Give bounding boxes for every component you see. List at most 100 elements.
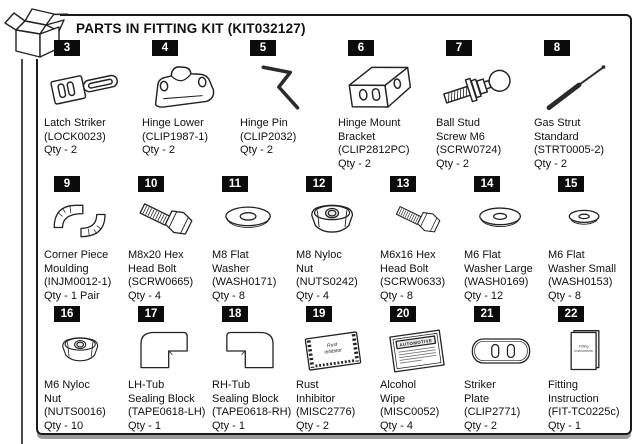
- part-number-badge: 11: [222, 176, 248, 192]
- part-label: Hinge Lower(CLIP1987-1)Qty - 2: [140, 117, 238, 158]
- part-number-badge: 9: [54, 176, 80, 192]
- part-label: M6 Nyloc Nut(NUTS0016)Qty - 10: [42, 379, 126, 433]
- hinge-mount-bracket-icon: [336, 60, 434, 114]
- part-qty: Qty - 2: [44, 144, 78, 156]
- part-item: 14 M6 Flat Washer Large(WASH0169)Qty - 12: [462, 176, 546, 303]
- part-qty: Qty - 2: [436, 157, 470, 170]
- part-name: Corner Piece Moulding: [44, 249, 109, 275]
- part-label: Striker Plate(CLIP2771)Qty - 2: [462, 379, 546, 433]
- part-qty: Qty - 2: [338, 157, 372, 170]
- part-name: M6x16 Hex Head Bolt: [380, 249, 436, 275]
- leader-line: [21, 54, 23, 444]
- part-qty: Qty - 2: [240, 144, 274, 156]
- part-code: (CLIP2032): [240, 130, 297, 143]
- part-code: (STRT0005-2): [534, 144, 605, 156]
- part-code: (CLIP2771): [464, 406, 521, 418]
- part-name: M6 Flat Washer Small: [548, 249, 617, 275]
- part-name: Alcohol Wipe: [380, 379, 417, 405]
- part-label: Ball Stud Screw M6(SCRW0724)Qty - 2: [434, 117, 532, 171]
- open-box-icon: [2, 1, 68, 59]
- part-code: (INJM0012-1): [44, 276, 112, 288]
- part-number-badge: 13: [390, 176, 416, 192]
- part-code: (NUTS0016): [44, 406, 106, 418]
- rh-sealing-block-icon: [210, 326, 294, 376]
- part-code: (SCRW0633): [380, 276, 446, 288]
- part-qty: Qty - 12: [464, 289, 504, 302]
- part-label: RH-Tub Sealing Block(TAPE0618-RH)Qty - 1: [210, 379, 294, 433]
- part-number-badge: 22: [558, 306, 584, 322]
- part-qty: Qty - 2: [464, 419, 498, 432]
- part-code: (FIT-TC0225c): [548, 406, 620, 418]
- part-label: Hinge Pin(CLIP2032)Qty - 2: [238, 117, 336, 158]
- part-number-badge: 6: [348, 40, 374, 56]
- gas-strut-icon: [532, 60, 630, 114]
- part-name: Ball Stud Screw M6: [436, 117, 485, 143]
- part-item: 11 M8 Flat Washer(WASH0171)Qty - 8: [210, 176, 294, 303]
- part-code: (CLIP1987-1): [142, 130, 209, 143]
- part-label: Latch Striker(LOCK0023)Qty - 2: [42, 117, 140, 158]
- kit-frame-border: [36, 14, 632, 435]
- part-label: LH-Tub Sealing Block(TAPE0618-LH)Qty - 1: [126, 379, 210, 433]
- part-qty: Qty - 8: [380, 289, 414, 302]
- part-code: (SCRW0724): [436, 144, 502, 156]
- part-number-badge: 14: [474, 176, 500, 192]
- part-qty: Qty - 2: [142, 144, 176, 156]
- part-name: Fitting Instruction: [548, 379, 599, 405]
- part-code: (LOCK0023): [44, 130, 106, 143]
- part-number-badge: 7: [446, 40, 472, 56]
- part-number-badge: 17: [138, 306, 164, 322]
- part-code: (WASH0153): [548, 276, 613, 288]
- part-code: (TAPE0618-RH): [212, 406, 292, 418]
- part-label: M8x20 Hex Head Bolt(SCRW0665)Qty - 4: [126, 249, 210, 303]
- part-code: (SCRW0665): [128, 276, 194, 288]
- part-number-badge: 12: [306, 176, 332, 192]
- svg-text:RustInhibitor: RustInhibitor: [323, 341, 343, 356]
- part-number-badge: 18: [222, 306, 248, 322]
- m6-nyloc-nut-icon: [42, 326, 126, 376]
- m6-flat-washer-small-icon: [546, 196, 630, 246]
- m6-flat-washer-large-icon: [462, 196, 546, 246]
- striker-plate-icon: [462, 326, 546, 376]
- rust-inhibitor-packet-icon: RustInhibitor: [294, 326, 378, 376]
- part-label: Corner Piece Moulding(INJM0012-1)Qty - 1…: [42, 249, 126, 303]
- lh-sealing-block-icon: [126, 326, 210, 376]
- svg-text:AUTOMOTIVE: AUTOMOTIVE: [399, 338, 432, 348]
- page-title: PARTS IN FITTING KIT (KIT032127): [76, 21, 306, 36]
- part-qty: Qty - 1: [212, 419, 246, 432]
- part-qty: Qty - 2: [296, 419, 330, 432]
- part-qty: Qty - 1: [548, 419, 582, 432]
- part-code: (WASH0169): [464, 276, 529, 288]
- part-qty: Qty - 10: [44, 419, 84, 432]
- latch-striker-icon: [42, 60, 140, 114]
- part-code: (TAPE0618-LH): [128, 406, 206, 418]
- part-label: M8 Flat Washer(WASH0171)Qty - 8: [210, 249, 294, 303]
- part-name: M8 Flat Washer: [212, 249, 250, 275]
- part-label: M6 Flat Washer Large(WASH0169)Qty - 12: [462, 249, 546, 303]
- ball-stud-screw-icon: [434, 60, 532, 114]
- part-label: M6x16 Hex Head Bolt(SCRW0633)Qty - 8: [378, 249, 462, 303]
- part-label: Hinge Mount Bracket(CLIP2812PC)Qty - 2: [336, 117, 434, 171]
- alcohol-wipe-packet-icon: AUTOMOTIVE: [378, 326, 462, 376]
- part-qty: Qty - 4: [380, 419, 414, 432]
- m8-nyloc-nut-icon: [294, 196, 378, 246]
- part-name: RH-Tub Sealing Block: [212, 379, 279, 405]
- part-code: (CLIP2812PC): [338, 144, 410, 156]
- part-number-badge: 19: [306, 306, 332, 322]
- part-number-badge: 15: [558, 176, 584, 192]
- part-name: Hinge Mount Bracket: [338, 117, 401, 143]
